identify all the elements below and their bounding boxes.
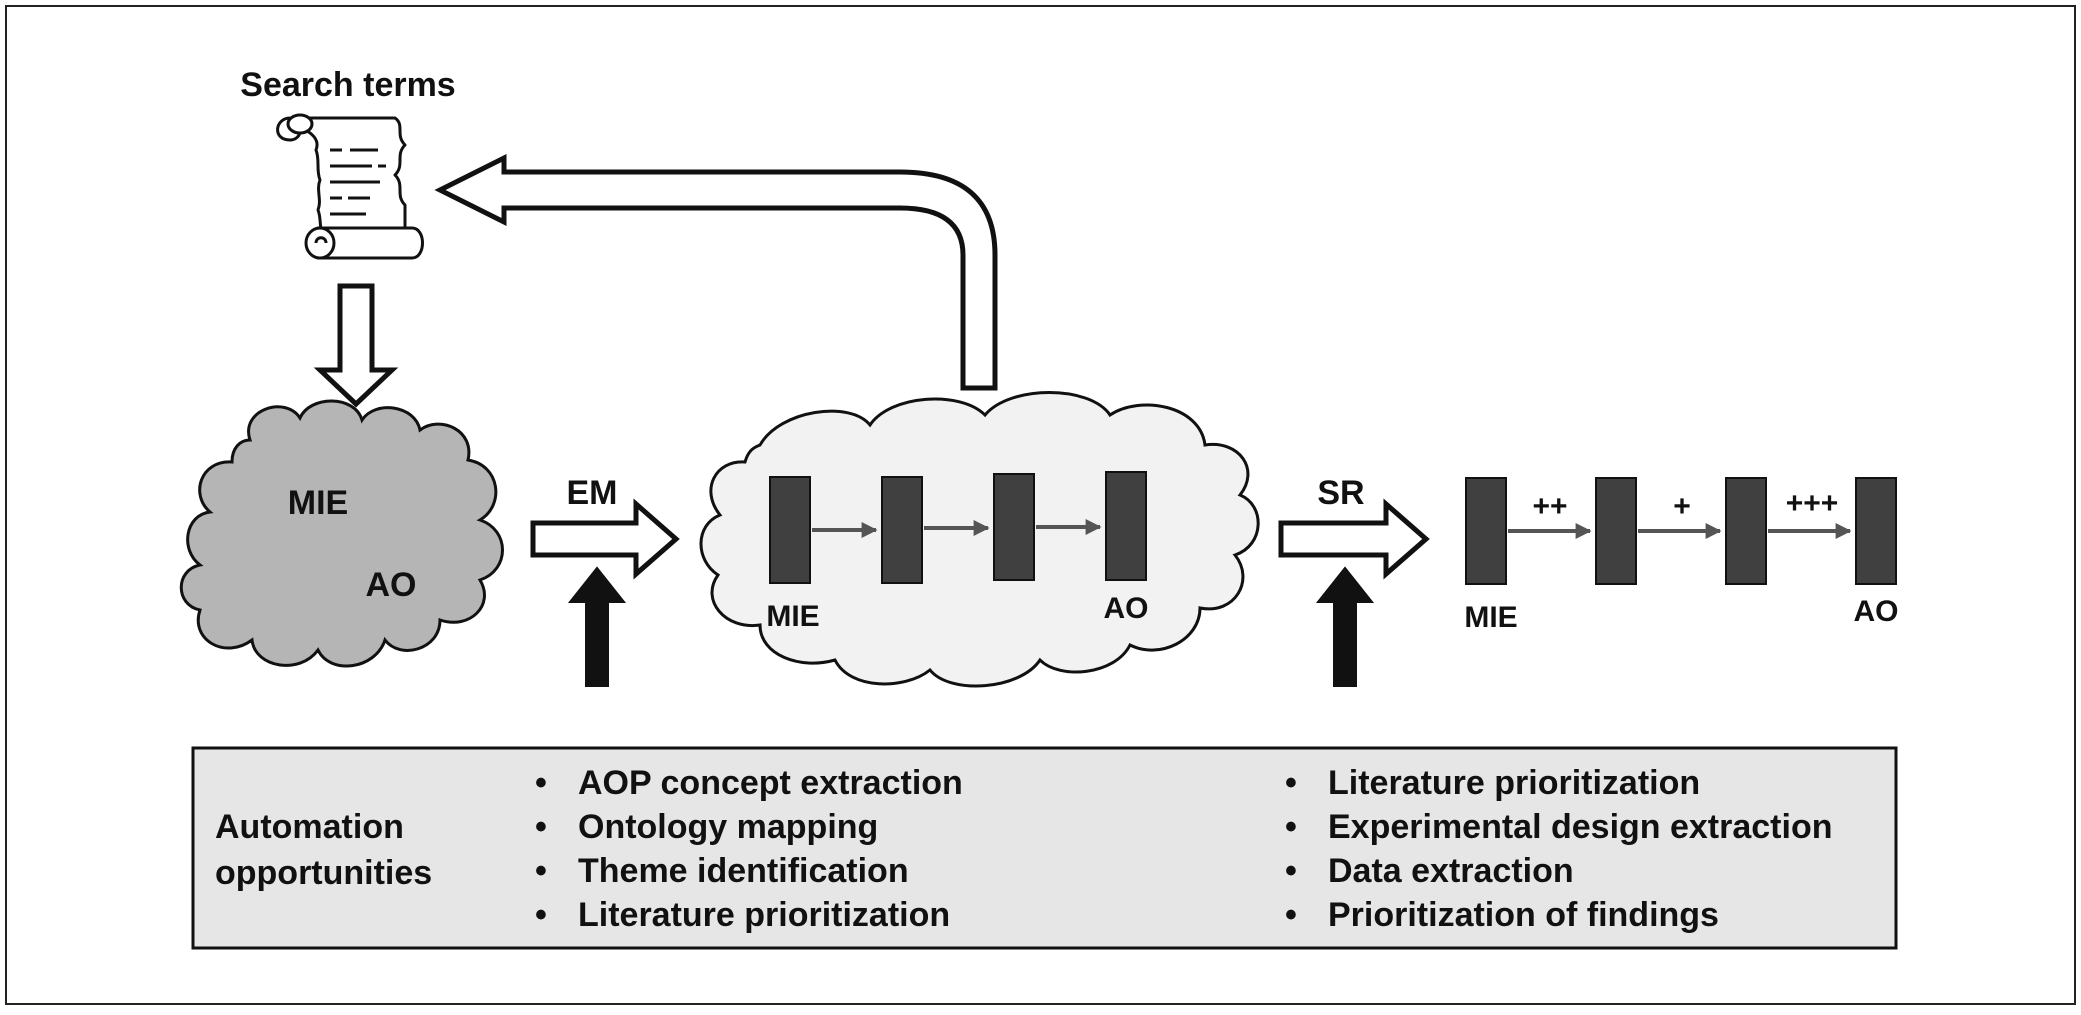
feedback-curved-arrow [434,153,998,391]
em-item: Theme identification [578,852,909,890]
raw-cloud-mie-label: MIE [288,484,348,522]
search-down-arrow [313,283,399,408]
final-ao-label: AO [1854,595,1899,628]
search-terms-label: Search terms [240,66,455,104]
final-edge-label: + [1673,490,1691,523]
network-node-mie [769,476,811,584]
final-edge-label: ++ [1532,490,1567,523]
automation-title-line2: opportunities [215,854,432,892]
scroll-icon [276,113,424,260]
em-opportunities-list: • AOP concept extraction • Ontology mapp… [535,764,963,934]
network-ao-label: AO [1104,592,1149,625]
final-mie-label: MIE [1464,601,1517,634]
bullet: • [1285,896,1297,934]
final-edge-label: +++ [1786,487,1839,520]
raw-literature-cloud [179,399,504,668]
raw-cloud-ao-label: AO [366,566,417,604]
em-item: AOP concept extraction [578,764,963,802]
bullet: • [535,896,547,934]
automation-panel [191,746,1898,950]
bullet: • [535,808,547,846]
final-chain [1465,477,1897,585]
sr-item: Literature prioritization [1328,764,1700,802]
sr-opportunities-list: • Literature prioritization • Experiment… [1285,764,1833,934]
final-node [1595,477,1637,585]
em-item: Literature prioritization [578,896,950,934]
bullet: • [1285,852,1297,890]
network-node [993,473,1035,581]
automation-title-line1: Automation [215,808,404,846]
sr-item: Prioritization of findings [1328,896,1719,934]
bullet: • [535,764,547,802]
final-node-ao [1855,477,1897,585]
final-node-mie [1465,477,1507,585]
network-mie-label: MIE [766,600,819,633]
sr-label: SR [1317,474,1364,512]
network-chain [769,471,1147,584]
bullet: • [1285,764,1297,802]
bullet: • [535,852,547,890]
network-node-ao [1105,471,1147,581]
network-node [881,476,923,584]
em-right-arrow [530,498,680,580]
network-cloud [699,391,1260,688]
em-item: Ontology mapping [578,808,878,846]
sr-item: Experimental design extraction [1328,808,1833,846]
sr-up-arrow [1315,566,1375,687]
em-label: EM [567,474,618,512]
final-node [1725,477,1767,585]
sr-item: Data extraction [1328,852,1574,890]
em-up-arrow [567,566,627,687]
sr-right-arrow [1278,498,1430,580]
bullet: • [1285,808,1297,846]
